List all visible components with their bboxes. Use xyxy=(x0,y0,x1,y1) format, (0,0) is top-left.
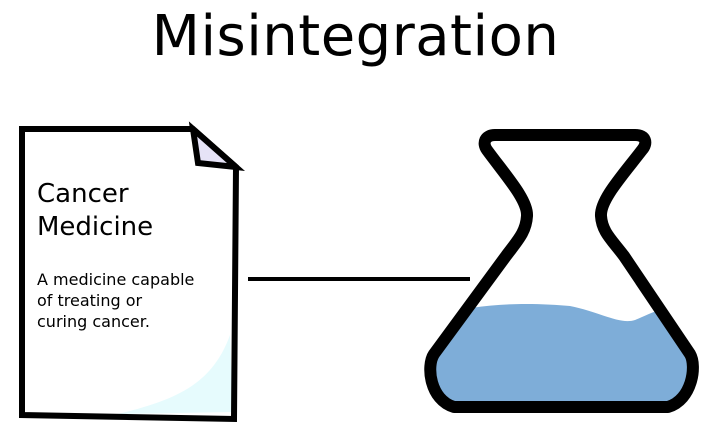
document-outline xyxy=(19,126,240,423)
document-title-line: Medicine xyxy=(37,212,154,242)
document-description: A medicine capable of treating or curing… xyxy=(37,269,227,332)
flask-outline xyxy=(424,129,699,413)
document-sheen xyxy=(118,335,233,414)
document-description-line: of treating or xyxy=(37,291,143,310)
flask-icon xyxy=(424,129,699,413)
document-title-line: Cancer xyxy=(37,179,129,209)
document-icon xyxy=(19,121,246,423)
document-fold xyxy=(188,121,246,171)
document-description-line: A medicine capable xyxy=(37,270,195,289)
diagram-title: Misintegration xyxy=(151,4,560,69)
flask-liquid xyxy=(435,304,691,404)
document-description-line: curing cancer. xyxy=(37,312,150,331)
document-title: Cancer Medicine xyxy=(37,178,227,244)
